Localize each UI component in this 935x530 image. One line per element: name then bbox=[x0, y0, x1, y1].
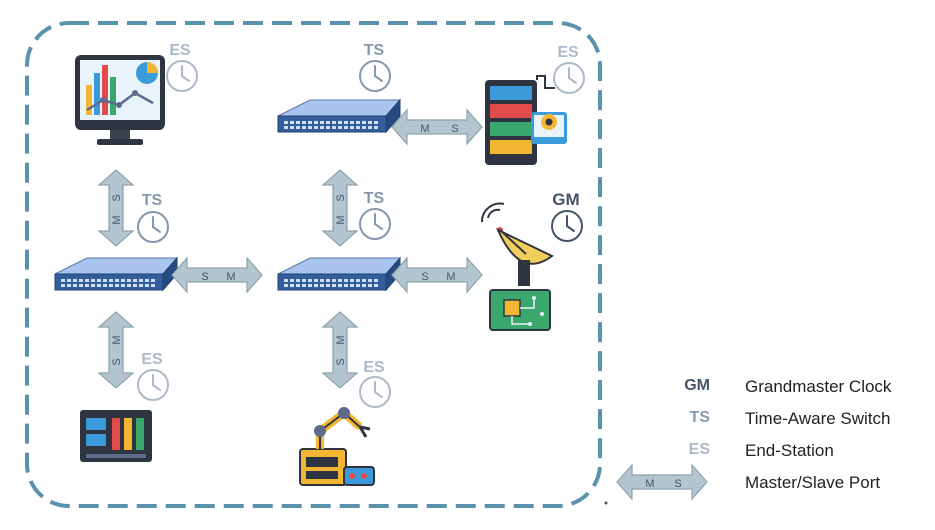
legend-desc: End-Station bbox=[745, 441, 834, 460]
slave-port-label: S bbox=[111, 194, 123, 201]
time-aware-switch-label: TS bbox=[364, 190, 385, 207]
clock-icon bbox=[359, 208, 391, 240]
legend-item-ms: Master/Slave Port bbox=[600, 473, 930, 495]
master-slave-link: S M bbox=[98, 169, 134, 247]
slave-port-label: S bbox=[451, 123, 458, 135]
legend-item-ts: TS Time-Aware Switch bbox=[600, 409, 930, 431]
analytics-monitor-icon bbox=[75, 55, 165, 145]
slave-port-label: S bbox=[335, 194, 347, 201]
time-aware-switch-label: TS bbox=[364, 42, 385, 59]
master-port-label: M bbox=[446, 271, 455, 283]
satellite-antenna-icon bbox=[480, 202, 554, 286]
slave-port-label: S bbox=[421, 271, 428, 283]
clock-icon bbox=[551, 210, 583, 242]
robot-arm-icon bbox=[299, 407, 375, 486]
master-port-label: M bbox=[335, 215, 347, 224]
master-slave-link: M S bbox=[391, 109, 483, 145]
circuit-board-icon bbox=[489, 289, 551, 331]
grandmaster-label: GM bbox=[552, 190, 579, 209]
master-port-label: M bbox=[226, 271, 235, 283]
master-slave-link: S M bbox=[391, 257, 483, 293]
master-slave-link: S M bbox=[322, 169, 358, 247]
master-slave-link: S M bbox=[171, 257, 263, 293]
end-station-label: ES bbox=[141, 351, 163, 368]
clock-icon bbox=[553, 62, 585, 94]
server-rack-icon bbox=[485, 75, 567, 165]
network-switch-icon bbox=[54, 257, 178, 291]
master-port-label: M bbox=[645, 478, 654, 490]
legend-desc: Master/Slave Port bbox=[745, 473, 881, 492]
legend-item-gm: GM Grandmaster Clock bbox=[600, 377, 930, 399]
legend-key: TS bbox=[689, 409, 710, 426]
clock-icon bbox=[137, 369, 169, 401]
end-station-label: ES bbox=[557, 44, 579, 61]
master-port-label: M bbox=[420, 123, 429, 135]
legend-desc: Time-Aware Switch bbox=[745, 409, 891, 428]
master-port-label: M bbox=[335, 335, 347, 344]
end-station-label: ES bbox=[169, 42, 191, 59]
master-slave-link: M S bbox=[322, 311, 358, 389]
master-port-label: M bbox=[111, 335, 123, 344]
slave-port-label: S bbox=[201, 271, 208, 283]
legend-desc: Grandmaster Clock bbox=[745, 377, 892, 396]
legend-item-es: ES End-Station bbox=[600, 441, 930, 463]
network-boundary bbox=[25, 21, 602, 508]
clock-icon bbox=[137, 211, 169, 243]
control-panel-icon bbox=[80, 410, 152, 462]
legend-key: GM bbox=[684, 377, 710, 394]
dot bbox=[604, 501, 608, 505]
clock-icon bbox=[359, 60, 391, 92]
slave-port-label: S bbox=[674, 478, 681, 490]
network-switch-icon bbox=[277, 257, 401, 291]
legend-key: ES bbox=[688, 441, 710, 458]
clock-icon bbox=[166, 60, 198, 92]
slave-port-label: S bbox=[335, 358, 347, 365]
slave-port-label: S bbox=[111, 358, 123, 365]
network-switch-icon bbox=[277, 99, 401, 133]
master-port-label: M bbox=[111, 215, 123, 224]
master-slave-link: M S bbox=[98, 311, 134, 389]
legend: GM Grandmaster Clock TS Time-Aware Switc… bbox=[600, 370, 930, 510]
time-aware-switch-label: TS bbox=[142, 192, 163, 209]
clock-icon bbox=[359, 376, 391, 408]
legend-arrow: M S bbox=[616, 464, 708, 500]
end-station-label: ES bbox=[363, 359, 385, 376]
